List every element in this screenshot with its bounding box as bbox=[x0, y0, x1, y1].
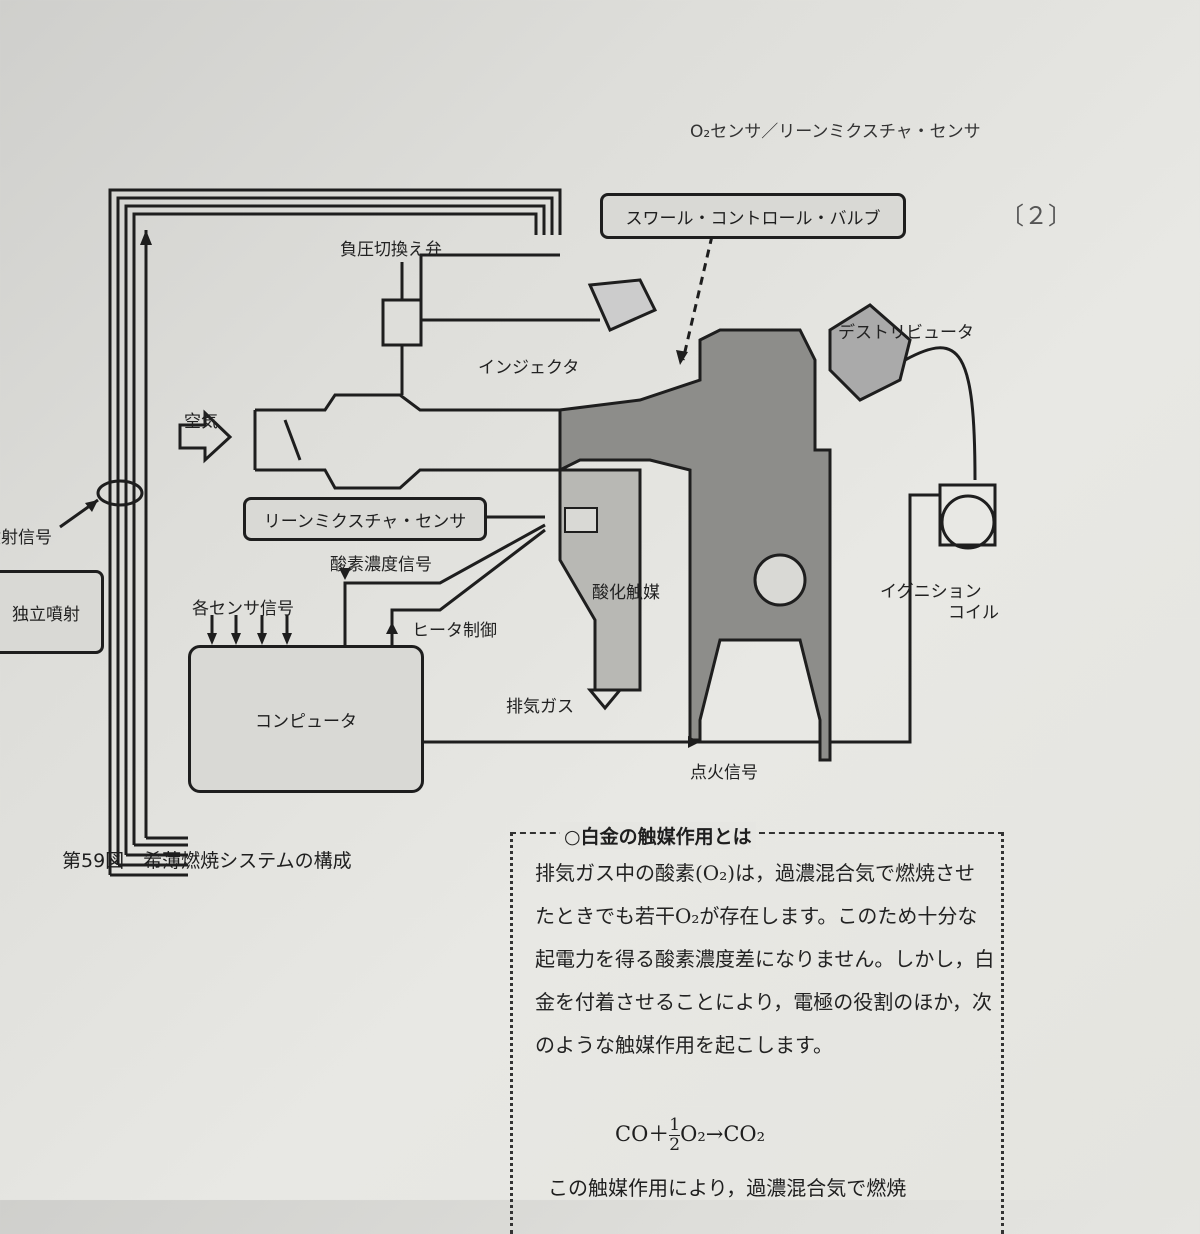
running-title: O₂センサ／リーンミクスチャ・センサ bbox=[690, 122, 981, 142]
injection-signal-label: 噴射信号 bbox=[0, 528, 52, 548]
computer-label: コンピュータ bbox=[255, 711, 357, 732]
independent-injection-label: 独立噴射 bbox=[12, 604, 80, 625]
figure-caption: 第59図 希薄燃焼システムの構成 bbox=[62, 850, 352, 872]
lean-mixture-sensor-label: リーンミクスチャ・センサ bbox=[263, 511, 467, 532]
formula-right: O₂→CO₂ bbox=[680, 1122, 766, 1146]
ignition-coil-label-2: コイル bbox=[948, 603, 999, 623]
swirl-control-valve-label: スワール・コントロール・バルブ bbox=[625, 208, 881, 229]
independent-injection-box: 独立噴射 bbox=[0, 570, 104, 654]
section-mark: 〔２〕 bbox=[1000, 202, 1072, 230]
exhaust-gas-label: 排気ガス bbox=[506, 697, 574, 717]
injector-label: インジェクタ bbox=[478, 358, 580, 378]
vacuum-switch-valve-label: 負圧切換え弁 bbox=[340, 240, 442, 260]
callout-box bbox=[510, 832, 1004, 1234]
callout-title: ○白金の触媒作用とは bbox=[560, 822, 756, 849]
heater-control-label: ヒータ制御 bbox=[412, 621, 497, 641]
engine-system-diagram bbox=[59, 188, 997, 877]
swirl-control-valve-box: スワール・コントロール・バルブ bbox=[600, 193, 906, 239]
oxygen-signal-label: 酸素濃度信号 bbox=[330, 555, 432, 575]
distributor-label: デストリビュータ bbox=[838, 323, 974, 343]
sensor-signals-label: 各センサ信号 bbox=[192, 599, 294, 619]
ignition-coil-label-1: イグニション bbox=[880, 582, 982, 602]
formula-left: CO＋ bbox=[615, 1122, 670, 1146]
formula-numerator: 1 bbox=[669, 1115, 681, 1136]
computer-box: コンピュータ bbox=[188, 645, 424, 793]
ignition-signal-label: 点火信号 bbox=[690, 763, 758, 783]
callout-paragraph: 排気ガス中の酸素(O₂)は，過濃混合気で燃焼させたときでも若干O₂が存在します。… bbox=[535, 861, 995, 1057]
formula-denominator: 2 bbox=[669, 1135, 681, 1155]
callout-continuation: この触媒作用により，過濃混合気で燃焼 bbox=[548, 1176, 907, 1200]
lean-mixture-sensor-box: リーンミクスチャ・センサ bbox=[243, 497, 487, 541]
oxidation-catalyst-label: 酸化触媒 bbox=[592, 583, 660, 603]
air-label: 空気 bbox=[184, 412, 218, 432]
